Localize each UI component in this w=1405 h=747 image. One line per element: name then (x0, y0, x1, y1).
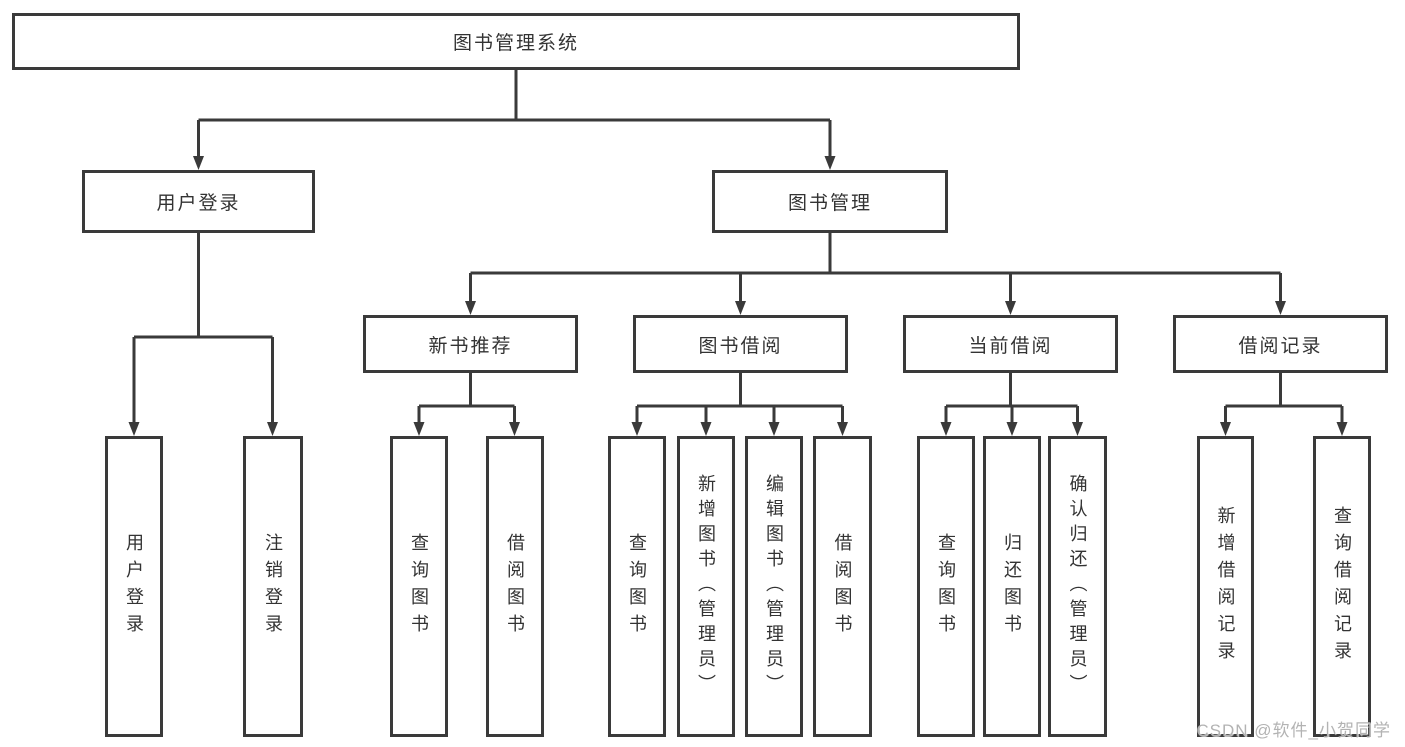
node-current-borrow: 当前借阅 (903, 315, 1118, 373)
leaf-cb-return-book: 归还图书 (983, 436, 1041, 737)
leaf-br-add-record: 新增借阅记录 (1197, 436, 1254, 737)
leaf-bb-edit-book-admin-label: 编辑图书（管理员） (764, 474, 784, 699)
leaf-bb-add-book-admin-label: 新增图书（管理员） (696, 474, 716, 699)
leaf-br-add-record-label: 新增借阅记录 (1215, 505, 1236, 668)
leaf-cb-return-book-label: 归还图书 (1002, 532, 1022, 641)
csdn-watermark: CSDN @软件_小贺同学 (1196, 721, 1391, 740)
leaf-cb-confirm-return-admin-label: 确认归还（管理员） (1067, 474, 1088, 699)
leaf-logout: 注销登录 (243, 436, 303, 737)
leaf-rec-borrow-book: 借阅图书 (486, 436, 544, 737)
leaf-cb-query-book-label: 查询图书 (936, 532, 956, 641)
leaf-br-query-record-label: 查询借阅记录 (1332, 505, 1352, 668)
node-root-label: 图书管理系统 (452, 33, 579, 54)
leaf-logout-label: 注销登录 (263, 532, 283, 641)
leaf-rec-query-book-label: 查询图书 (409, 532, 429, 641)
node-new-book-recommend: 新书推荐 (363, 315, 578, 373)
leaf-user-login-label: 用户登录 (124, 532, 144, 641)
node-current-borrow-label: 当前借阅 (968, 335, 1053, 357)
node-borrow-records-label: 借阅记录 (1238, 335, 1323, 357)
leaf-br-query-record: 查询借阅记录 (1313, 436, 1371, 737)
node-book-management: 图书管理 (712, 170, 948, 233)
leaf-user-login: 用户登录 (105, 436, 163, 737)
arrowheads (128, 156, 1348, 436)
node-book-management-label: 图书管理 (787, 193, 872, 214)
leaf-rec-borrow-book-label: 借阅图书 (505, 532, 525, 641)
leaf-bb-borrow-book-label: 借阅图书 (832, 532, 853, 641)
node-user-login-label: 用户登录 (156, 193, 241, 214)
node-user-login: 用户登录 (82, 170, 315, 233)
leaf-bb-edit-book-admin: 编辑图书（管理员） (745, 436, 803, 737)
leaf-cb-confirm-return-admin: 确认归还（管理员） (1048, 436, 1107, 737)
node-borrow-records: 借阅记录 (1173, 315, 1388, 373)
leaf-bb-query-book-label: 查询图书 (627, 532, 647, 641)
node-book-borrow-label: 图书借阅 (698, 335, 783, 357)
leaf-bb-borrow-book: 借阅图书 (813, 436, 872, 737)
leaf-rec-query-book: 查询图书 (390, 436, 448, 737)
node-root: 图书管理系统 (12, 13, 1020, 70)
node-book-borrow: 图书借阅 (633, 315, 848, 373)
leaf-bb-add-book-admin: 新增图书（管理员） (677, 436, 735, 737)
leaf-bb-query-book: 查询图书 (608, 436, 666, 737)
leaf-cb-query-book: 查询图书 (917, 436, 975, 737)
node-new-book-recommend-label: 新书推荐 (428, 335, 513, 357)
